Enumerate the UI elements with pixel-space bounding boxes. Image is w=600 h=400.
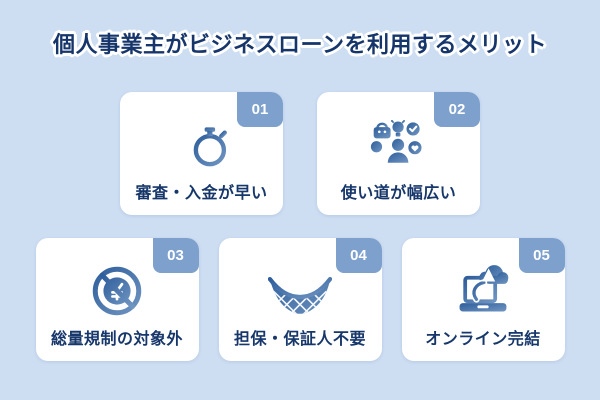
benefit-card-02: 02 [317,92,480,215]
card-number-badge: 04 [335,238,382,273]
benefits-row-top: 01 [0,92,600,215]
benefit-card-03: 03 [35,238,199,361]
card-number-badge: 03 [152,238,199,273]
online-laptop-icon [402,260,565,318]
benefit-label: 担保・保証人不要 [233,331,366,348]
benefit-label: 総量規制の対象外 [50,331,183,348]
benefit-label: 審査・入金が早い [135,185,268,202]
page-title: 個人事業主がビジネスローンを利用するメリット [53,32,547,57]
benefit-card-01: 01 [120,92,283,215]
card-number-badge: 01 [237,92,283,127]
card-number-badge: 02 [434,92,480,127]
safety-net-icon [219,272,382,320]
versatile-use-icon [317,116,480,170]
benefit-card-04: 04 [218,238,382,361]
benefit-label: 使い道が幅広い [340,185,457,202]
stopwatch-icon [120,116,283,172]
benefit-label: オンライン完結 [425,331,541,348]
card-number-badge: 05 [518,238,565,273]
benefit-card-05: 05 [401,238,565,361]
no-yen-icon [36,262,199,320]
benefits-row-bottom: 03 [0,238,600,361]
